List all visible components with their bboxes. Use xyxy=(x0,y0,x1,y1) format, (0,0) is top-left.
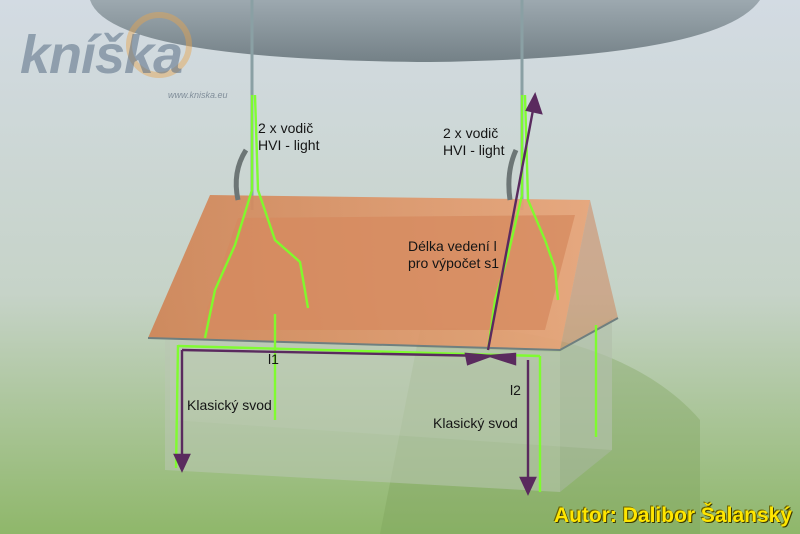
mast-bracket-right xyxy=(506,148,519,201)
arrow-up-line xyxy=(486,109,535,351)
arrow-right-down-head xyxy=(519,476,537,496)
length-arrows xyxy=(173,91,543,496)
house-front-wall xyxy=(165,340,560,492)
roof-inner-plane xyxy=(200,215,575,330)
label-length-line1: Délka vedení l xyxy=(408,238,497,254)
logo-ring-icon xyxy=(126,12,192,78)
label-downconductor-left: Klasický svod xyxy=(187,397,272,413)
conductor-right-a xyxy=(486,95,524,351)
arrow-junction-right xyxy=(489,352,517,366)
label-downconductor-right: Klasický svod xyxy=(433,415,518,431)
logo-text: kníška xyxy=(20,25,183,85)
label-l1: l1 xyxy=(268,351,279,367)
downconductor-left xyxy=(174,344,180,469)
label-conductor-left-line2: HVI - light xyxy=(258,137,320,153)
label-length: Délka vedení l pro výpočet s1 xyxy=(408,238,499,272)
logo-url: www.kniska.eu xyxy=(168,90,228,100)
mast-bracket-left xyxy=(233,148,249,201)
conductor-left-b xyxy=(253,94,310,309)
label-conductor-left-line1: 2 x vodič xyxy=(258,120,314,136)
arrow-left-down-head xyxy=(173,453,191,473)
sky-disc-shape xyxy=(90,0,760,62)
house-side-wall xyxy=(560,318,612,492)
arrow-junction-left xyxy=(464,352,491,366)
label-conductor-right: 2 x vodič HVI - light xyxy=(443,125,504,159)
arrow-up-head xyxy=(525,91,543,115)
logo: kníška www.kniska.eu xyxy=(8,4,278,104)
label-length-line2: pro výpočet s1 xyxy=(408,255,500,271)
arrow-l1-line xyxy=(181,348,491,358)
label-l2: l2 xyxy=(510,382,521,398)
roof-eave xyxy=(147,317,619,352)
label-conductor-left: 2 x vodič HVI - light xyxy=(258,120,319,154)
conductor-left-a xyxy=(203,95,254,339)
roof-right-gable xyxy=(560,200,618,350)
author-credit: Autor: Dalibor Šalanský xyxy=(553,504,792,527)
label-conductor-right-line2: HVI - light xyxy=(443,142,505,158)
conductor-right-b xyxy=(523,94,560,301)
label-conductor-right-line1: 2 x vodič xyxy=(443,125,499,141)
